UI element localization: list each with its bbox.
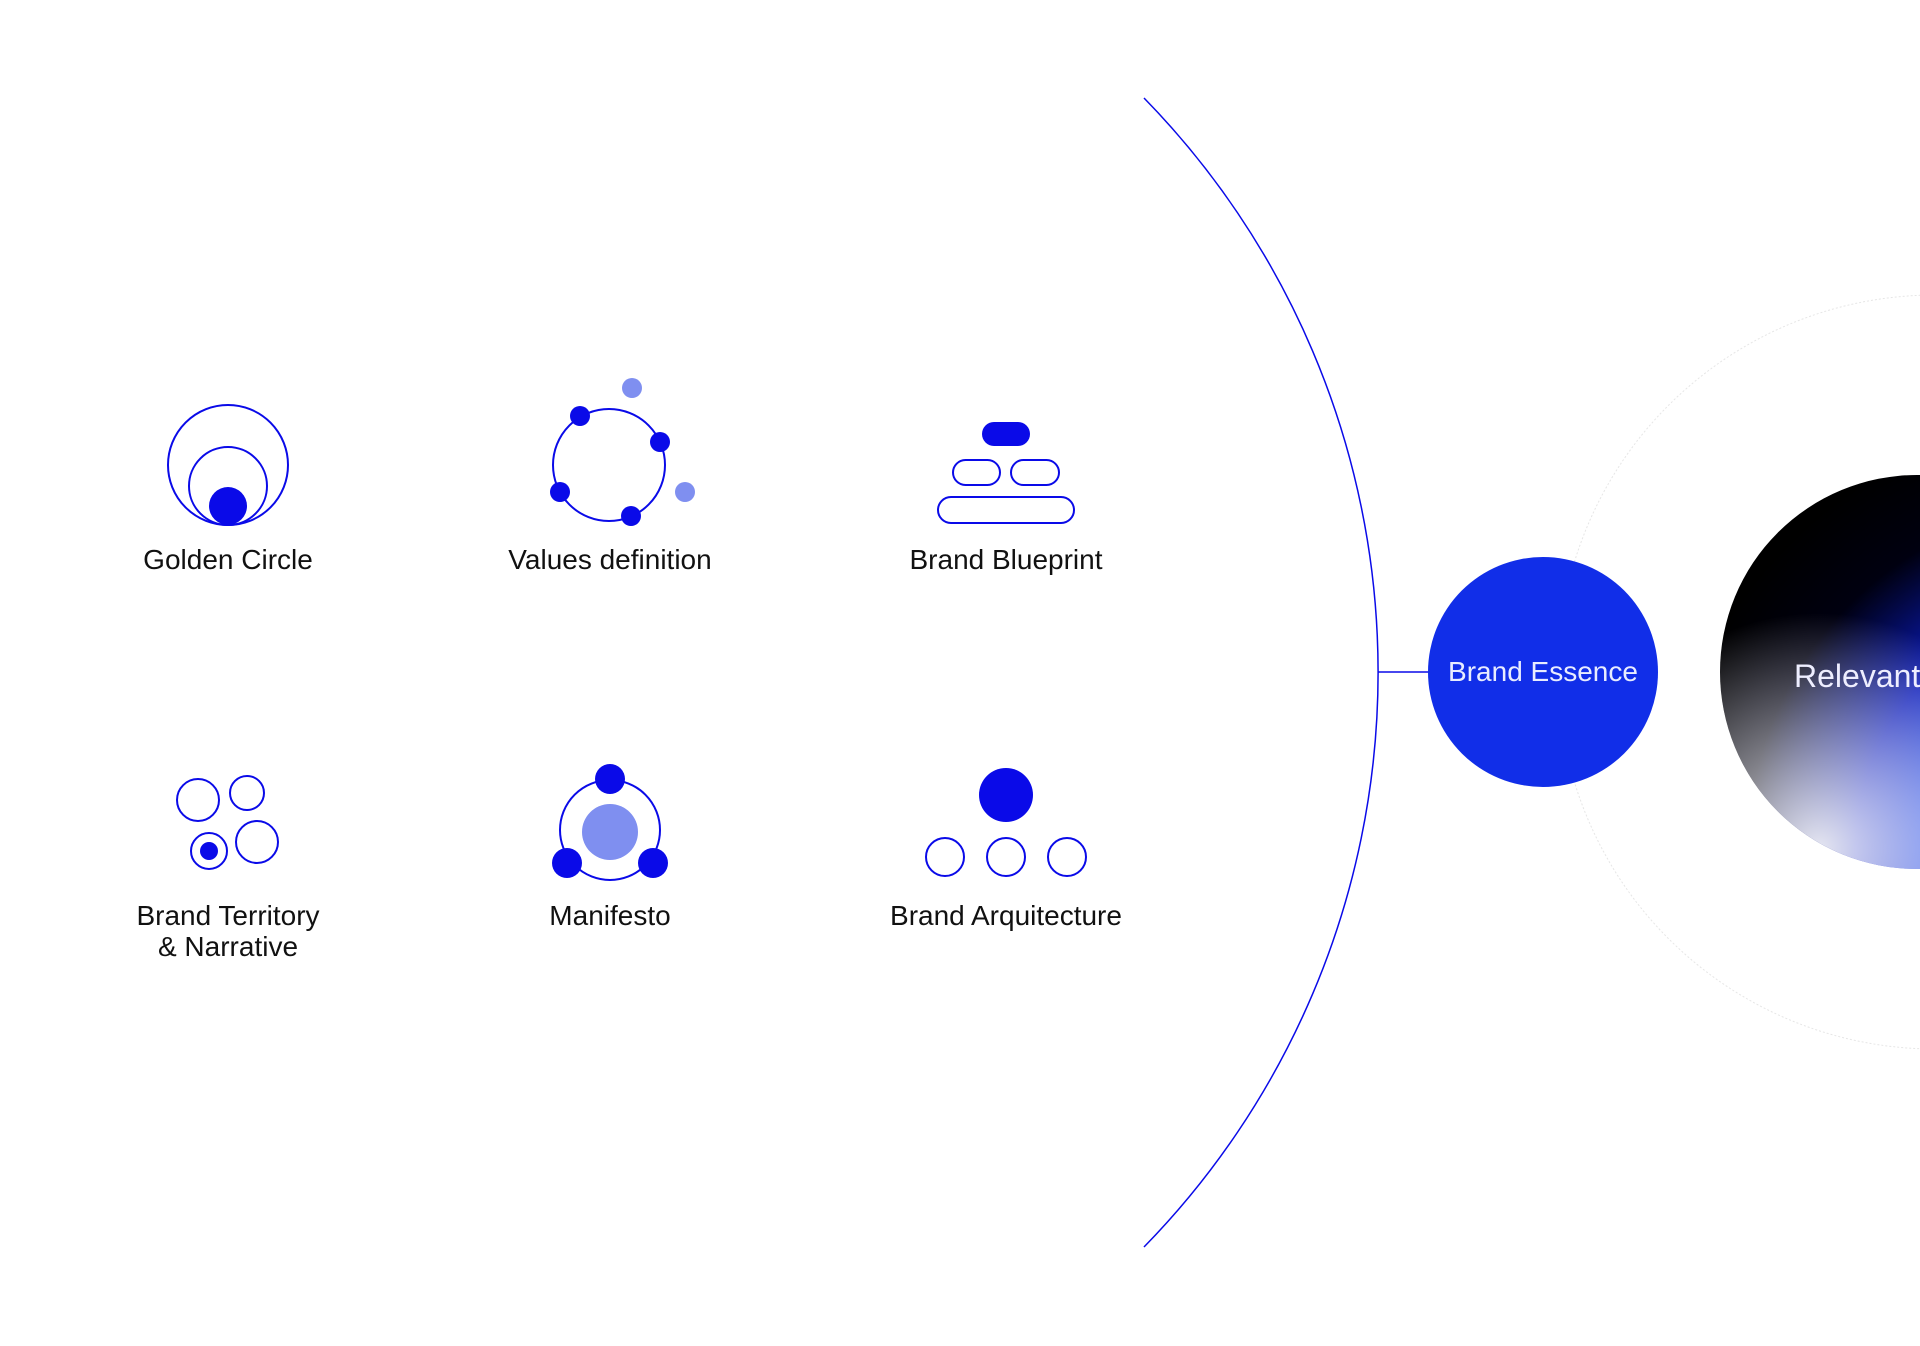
divider-arc	[1143, 97, 1379, 1248]
manifesto-label: Manifesto	[549, 900, 671, 931]
relevant-circle-glow	[1720, 475, 1920, 869]
brand-territory-label: Brand Territory & Narrative	[136, 900, 319, 962]
brand-arquitecture-label: Brand Arquitecture	[890, 900, 1122, 931]
brand-blueprint-label: Brand Blueprint	[909, 544, 1103, 575]
golden-circle-label: Golden Circle	[143, 544, 313, 575]
values-definition-icon	[550, 378, 695, 526]
brand-arquitecture-icon	[925, 768, 1087, 877]
values-definition-label: Values definition	[508, 544, 712, 575]
brand-blueprint-icon	[937, 422, 1075, 524]
golden-circle-icon	[167, 404, 289, 526]
brand-territory-label-line2: & Narrative	[157, 931, 299, 962]
brand-essence-circle	[1428, 557, 1658, 787]
brand-essence-label: Brand Essence	[1448, 656, 1638, 687]
manifesto-icon	[552, 764, 668, 881]
relevant-label: Relevant	[1794, 658, 1920, 694]
brand-territory-label-line1: Brand Territory	[136, 900, 320, 931]
brand-territory-icon	[176, 775, 279, 870]
